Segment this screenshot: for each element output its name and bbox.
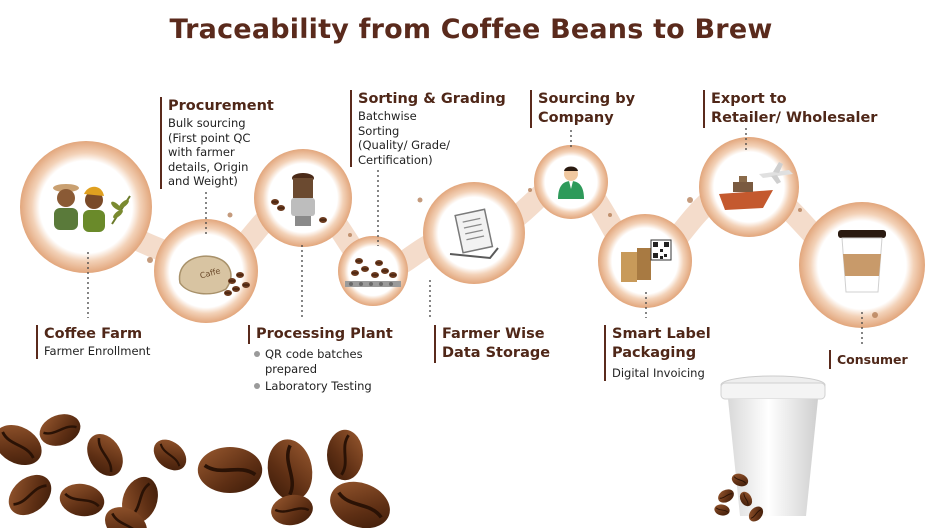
sorting-body-line: (Quality/ Grade/ bbox=[358, 138, 451, 152]
sorting-body-line: Certification) bbox=[358, 152, 433, 167]
export-heading-line: Retailer/ Wholesaler bbox=[711, 110, 878, 126]
procurement-body-line: Bulk sourcing bbox=[168, 116, 246, 130]
sorting-grading-heading: Sorting & Grading bbox=[358, 91, 506, 107]
coffee-farm-circle bbox=[20, 141, 152, 273]
procurement-label: Procurement Bulk sourcing (First point Q… bbox=[160, 97, 274, 189]
processing-bullet-line: prepared bbox=[265, 361, 318, 376]
page-title: Traceability from Coffee Beans to Brew bbox=[169, 14, 773, 45]
export-label: Export to Retailer/ Wholesaler bbox=[703, 90, 877, 128]
qr-package-icon bbox=[621, 239, 672, 282]
leader-lines bbox=[87, 128, 863, 345]
company-person-icon bbox=[558, 166, 584, 199]
procurement-body-line: with farmer bbox=[168, 145, 235, 159]
consumer-label: Consumer bbox=[829, 350, 908, 369]
farmers-icon bbox=[53, 184, 131, 232]
coffee-farm-label: Coffee Farm Farmer Enrollment bbox=[36, 325, 150, 359]
bullet-dot bbox=[254, 351, 260, 357]
bottom-cup-decoration bbox=[713, 375, 826, 525]
procurement-heading: Procurement bbox=[168, 98, 274, 114]
sorting-grading-circle bbox=[338, 236, 408, 306]
sorting-body-line: Sorting bbox=[358, 123, 400, 138]
export-heading-line: Export to bbox=[711, 91, 787, 107]
sourcing-heading-line: Company bbox=[538, 110, 614, 126]
sorting-grading-label: Sorting & Grading Batchwise Sorting (Qua… bbox=[350, 90, 506, 167]
smart-label-heading-line: Smart Label bbox=[612, 326, 711, 342]
splash-decorations bbox=[147, 188, 878, 318]
processing-bullet: Laboratory Testing bbox=[254, 379, 393, 394]
sourcing-heading-line: Sourcing by bbox=[538, 91, 636, 107]
conveyor-beans-icon bbox=[345, 257, 401, 287]
processing-plant-label: Processing Plant QR code batches prepare… bbox=[248, 325, 393, 394]
grinder-machine-icon bbox=[270, 173, 328, 226]
farmer-wise-heading-line: Farmer Wise bbox=[442, 326, 545, 342]
consumer-heading: Consumer bbox=[837, 352, 908, 367]
procurement-body-line: (First point QC bbox=[168, 130, 251, 145]
processing-bullet: QR code batches prepared bbox=[254, 347, 393, 376]
sourcing-company-label: Sourcing by Company bbox=[530, 90, 635, 128]
coffee-cup-icon bbox=[838, 230, 886, 293]
processing-bullet-line: QR code batches bbox=[265, 347, 363, 361]
procurement-body-line: and Weight) bbox=[168, 174, 238, 188]
processing-plant-heading: Processing Plant bbox=[256, 326, 393, 342]
processing-bullet-line: Laboratory Testing bbox=[265, 379, 372, 393]
bullet-dot bbox=[254, 383, 260, 389]
sorting-body-line: Batchwise bbox=[358, 109, 417, 123]
smart-label-label: Smart Label Packaging Digital Invoicing bbox=[604, 325, 711, 381]
coffee-sack-icon: Caffe bbox=[178, 255, 251, 297]
coffee-farm-heading: Coffee Farm bbox=[44, 326, 143, 342]
ship-plane-icon bbox=[719, 162, 793, 210]
coffee-beans-decoration bbox=[0, 407, 399, 528]
smart-label-heading-line: Packaging bbox=[612, 345, 697, 361]
farmer-wise-label: Farmer Wise Data Storage bbox=[434, 325, 550, 363]
farmer-wise-heading-line: Data Storage bbox=[442, 345, 551, 361]
document-icon bbox=[449, 208, 499, 260]
smart-label-body: Digital Invoicing bbox=[612, 366, 705, 380]
coffee-farm-body: Farmer Enrollment bbox=[44, 344, 151, 358]
procurement-body-line: details, Origin bbox=[168, 159, 249, 174]
